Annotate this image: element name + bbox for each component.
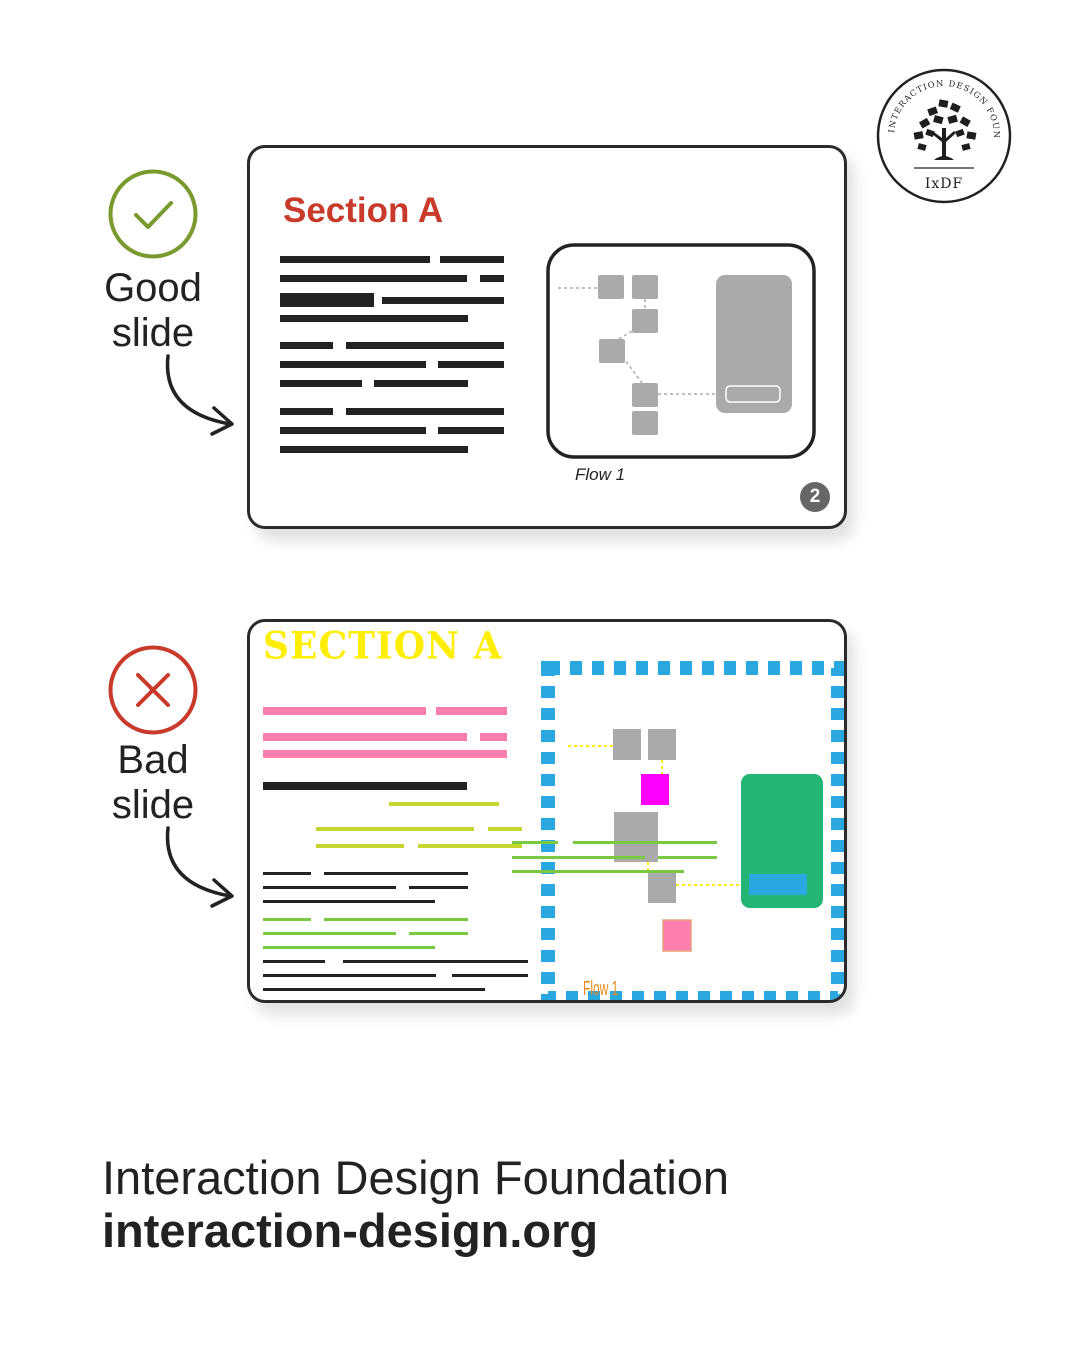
footer-url[interactable]: interaction-design.org (102, 1204, 599, 1257)
bad-slide-title: SECTION A (263, 624, 503, 669)
bad-arrow-icon (165, 826, 234, 908)
bad-flow-diagram (512, 661, 844, 1000)
tree-of-books-icon (913, 99, 977, 160)
good-flow-caption: Flow 1 (575, 465, 626, 484)
ixdf-logo: INTERACTION DESIGN FOUNDATION IxDF (876, 68, 1012, 204)
bad-slide: SECTION A (247, 619, 847, 1003)
cross-icon (108, 645, 198, 735)
footer-organization: Interaction Design Foundation (102, 1151, 730, 1204)
bad-label-line1: Bad (117, 738, 189, 782)
bad-label-line2: slide (111, 783, 195, 827)
good-text-lines (280, 256, 504, 453)
logo-monogram: IxDF (925, 176, 963, 192)
good-label-line1: Good (104, 266, 202, 310)
good-slide: Section A (247, 145, 847, 529)
good-slide-title: Section A (283, 191, 444, 230)
good-label-line2: slide (111, 311, 195, 355)
good-arrow-icon (165, 354, 234, 436)
good-slide-label: Good slide (70, 266, 236, 356)
bad-flow-caption: Flow 1 (583, 978, 619, 1000)
bad-slide-label: Bad slide (70, 738, 236, 828)
page-number-badge: 2 (800, 482, 830, 512)
checkmark-icon (108, 169, 198, 259)
bad-text-lines (263, 707, 528, 991)
good-flow-diagram (546, 243, 816, 459)
